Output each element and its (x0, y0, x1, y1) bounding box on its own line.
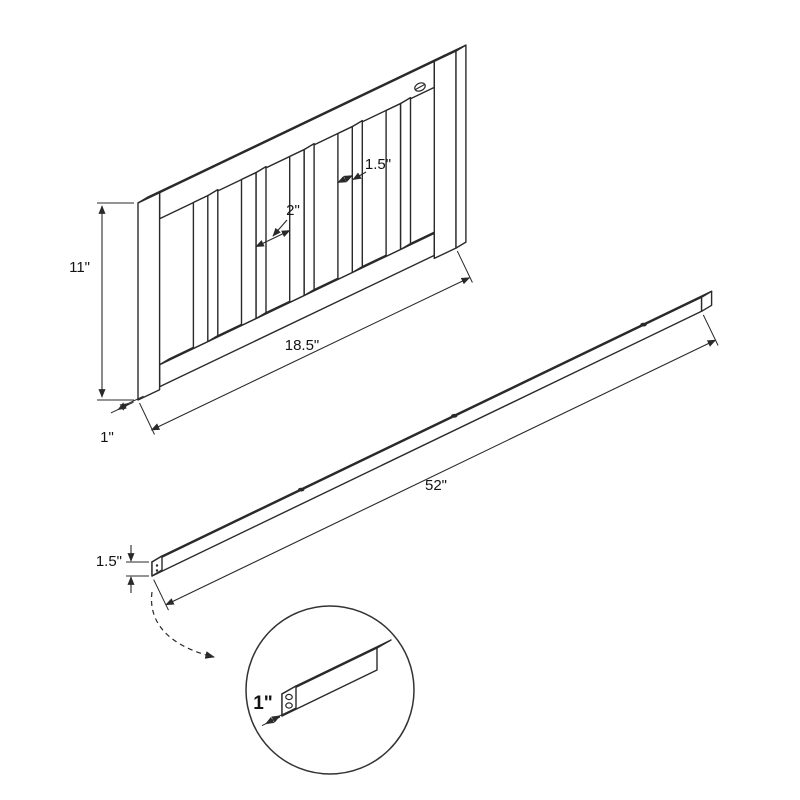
slat-width-label: 1.5" (365, 156, 391, 173)
slat (385, 102, 402, 258)
detail-width-label: 1" (253, 693, 273, 714)
right-post-front-face (433, 50, 457, 260)
slat (289, 148, 305, 304)
rail-hole (451, 413, 458, 418)
panel-width-label: 18.5" (285, 337, 320, 354)
rail-hole (298, 487, 305, 492)
slat-side (351, 119, 363, 274)
panel-thickness-label: 1" (100, 429, 114, 446)
slat-gap-label: 2" (286, 202, 300, 219)
detail-hole (285, 693, 293, 701)
panel-height-label: 11" (69, 259, 90, 276)
detail-hole (285, 702, 293, 709)
slat-side (207, 188, 219, 343)
detail-leader-arrow (150, 591, 215, 659)
rail-dimensions: 52" 1.5" (96, 314, 719, 659)
end-hole (155, 564, 159, 567)
rail-right-end-face (700, 290, 713, 312)
slat (192, 194, 209, 350)
end-hole (155, 569, 159, 572)
rail-height-label: 1.5" (96, 553, 122, 570)
panel-dimensions: 11" 18.5" 1" 2" 1.5" (69, 156, 473, 446)
slat (337, 125, 353, 281)
rail-length-label: 52" (425, 477, 447, 494)
slat (240, 171, 257, 327)
slat-side (399, 96, 412, 251)
right-post-side-face (455, 44, 467, 249)
detail-end-face (281, 685, 297, 717)
rail-hole (640, 322, 647, 327)
detail-circle: 1" (245, 605, 415, 775)
left-post-front-face (137, 191, 161, 401)
screw-icon (414, 82, 426, 92)
slat-side (303, 142, 315, 297)
